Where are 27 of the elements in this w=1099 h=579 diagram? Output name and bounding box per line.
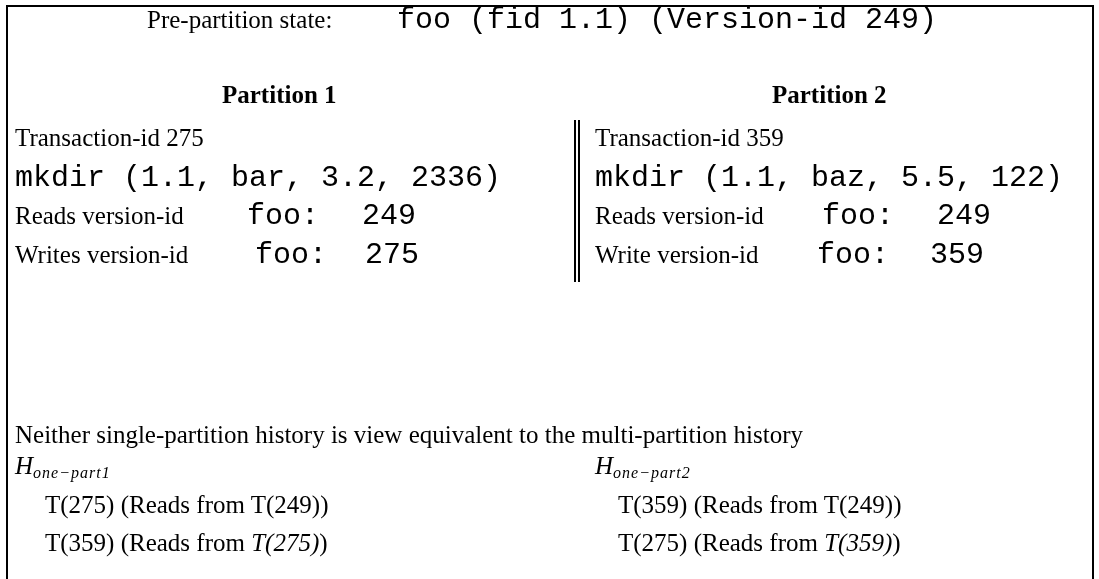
- text-line: Transaction-id 359: [595, 123, 784, 153]
- text-line: Reads version-id: [595, 201, 764, 231]
- code-text: foo:: [822, 200, 894, 232]
- history-symbol: H$_{one−part2}$: [595, 451, 691, 482]
- text-line: Write version-id: [595, 240, 759, 270]
- code-text: foo (fid 1.1) (Version-id 249): [397, 4, 938, 36]
- text-line: Reads version-id: [15, 201, 184, 231]
- code-text: mkdir (1.1, bar, 3.2, 2336): [15, 162, 502, 194]
- history-symbol: H$_{one−part1}$: [15, 451, 111, 482]
- code-text: foo:: [247, 200, 319, 232]
- code-text: 359: [930, 239, 984, 271]
- code-text: 249: [362, 200, 416, 232]
- text-line: T(359) (Reads from T(275)): [45, 528, 328, 559]
- code-text: mkdir (1.1, baz, 5.5, 122): [595, 162, 1064, 194]
- code-text: 249: [937, 200, 991, 232]
- text-line: Transaction-id 275: [15, 123, 204, 153]
- code-text: 275: [365, 239, 419, 271]
- code-text: foo:: [817, 239, 889, 271]
- text-line: Neither single-partition history is view equivalent to the multi-partition history: [15, 420, 804, 450]
- column-heading: Partition 1: [222, 80, 337, 110]
- code-text: foo:: [255, 239, 327, 271]
- text-line: T(359) (Reads from T(249)): [618, 490, 902, 521]
- text-line: T(275) (Reads from T(249)): [45, 490, 329, 521]
- text-line: T(275) (Reads from T(359)): [618, 528, 901, 559]
- column-heading: Partition 2: [772, 80, 887, 110]
- text-line: Writes version-id: [15, 240, 189, 270]
- text-line: Pre-partition state:: [147, 5, 333, 35]
